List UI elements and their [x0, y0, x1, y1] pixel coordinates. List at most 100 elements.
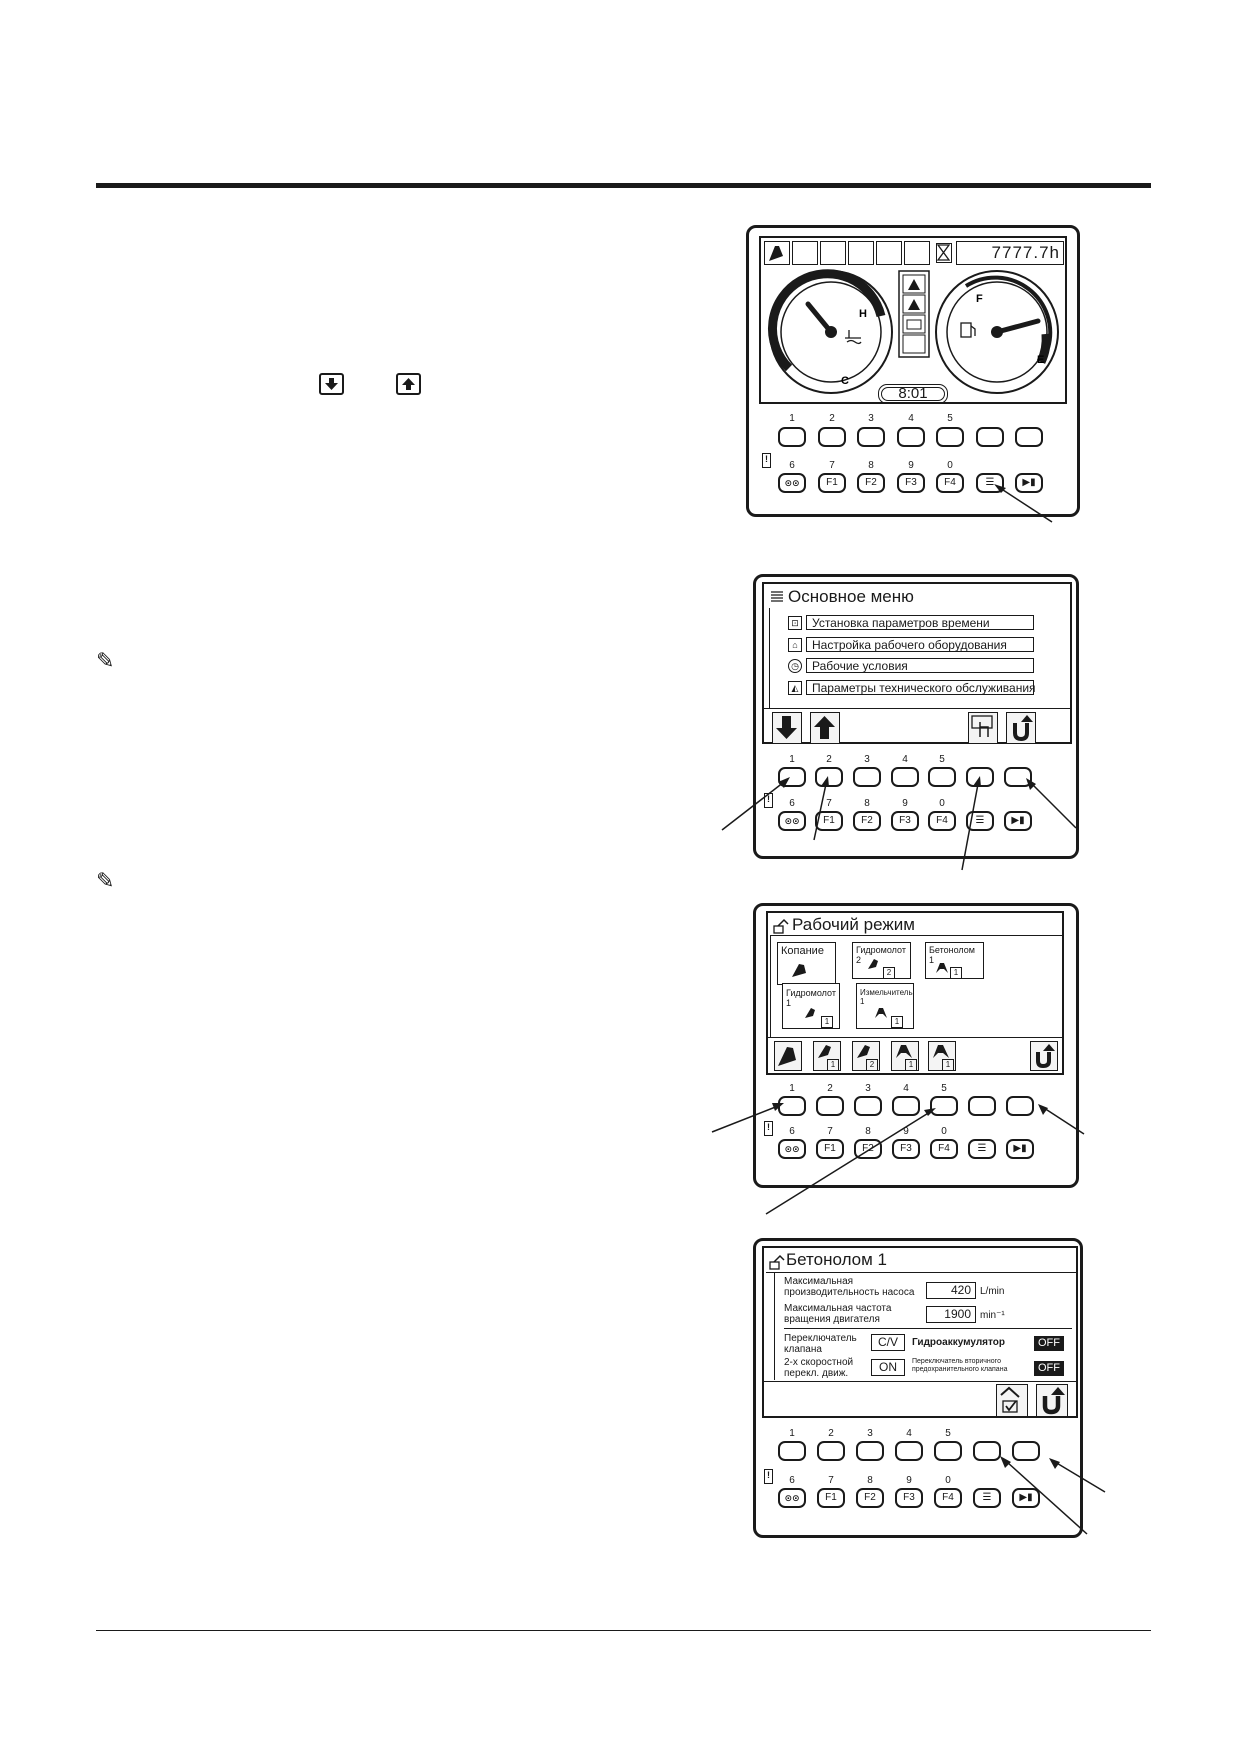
key-camera[interactable]: ▶▮: [1015, 473, 1043, 493]
info-icon: !: [764, 1121, 773, 1136]
key-travel-mode[interactable]: ⊙⊙: [778, 811, 806, 831]
softkey-breaker-1[interactable]: 1: [928, 1041, 956, 1071]
softkey-down[interactable]: [772, 712, 802, 744]
key-travel-mode[interactable]: ⊙⊙: [778, 473, 806, 493]
travel-mode-icon: ⊙⊙: [784, 478, 800, 488]
key-f3[interactable]: F3: [892, 1139, 920, 1159]
key-1[interactable]: [778, 427, 806, 447]
down-arrow-icon: [776, 716, 797, 739]
key-menu[interactable]: ☰: [973, 1488, 1001, 1508]
key-number-label: 4: [906, 1428, 912, 1439]
hammer-icon: [818, 1045, 831, 1058]
key-f2[interactable]: F2: [853, 811, 881, 831]
clock-text: 8:01: [881, 386, 945, 401]
key-f1[interactable]: F1: [818, 473, 846, 493]
status-strip: 7777.7h: [764, 241, 1064, 265]
softkey-back[interactable]: [1030, 1041, 1058, 1071]
key-5[interactable]: [936, 427, 964, 447]
camera-icon: ▶▮: [1011, 815, 1025, 826]
key-f3[interactable]: F3: [897, 473, 925, 493]
back-arrow-icon: [1013, 715, 1033, 742]
secondary-relief-value[interactable]: OFF: [1034, 1361, 1064, 1376]
travel-mode-icon: ⊙⊙: [784, 816, 800, 826]
key-f3[interactable]: F3: [895, 1488, 923, 1508]
key-travel-mode[interactable]: ⊙⊙: [778, 1488, 806, 1508]
key-1[interactable]: [778, 1441, 806, 1461]
key-number-label: 9: [902, 798, 908, 809]
softkey-hammer-1[interactable]: 1: [813, 1041, 841, 1071]
crusher-icon: [933, 1045, 949, 1058]
key-menu[interactable]: ☰: [966, 811, 994, 831]
key-camera[interactable]: ▶▮: [1004, 811, 1032, 831]
key-4[interactable]: [892, 1096, 920, 1116]
key-menu[interactable]: ☰: [976, 473, 1004, 493]
key-f4[interactable]: F4: [936, 473, 964, 493]
key-menu[interactable]: ☰: [968, 1139, 996, 1159]
key-2[interactable]: [818, 427, 846, 447]
tile-hammer-2[interactable]: Гидромолот 2 2: [852, 942, 911, 979]
key-3[interactable]: [854, 1096, 882, 1116]
key-camera[interactable]: ▶▮: [1012, 1488, 1040, 1508]
softkey-up[interactable]: [810, 712, 840, 744]
key-4[interactable]: [891, 767, 919, 787]
softkey-hammer-2[interactable]: 2: [852, 1041, 880, 1071]
key-back-right[interactable]: [1012, 1441, 1040, 1461]
key-f2[interactable]: F2: [856, 1488, 884, 1508]
key-4[interactable]: [897, 427, 925, 447]
key-f2[interactable]: F2: [857, 473, 885, 493]
key-confirm-right[interactable]: [973, 1441, 1001, 1461]
key-6-right[interactable]: [976, 427, 1004, 447]
pump-flow-value[interactable]: 420: [926, 1282, 976, 1299]
key-7-right[interactable]: [1015, 427, 1043, 447]
menu-item-time-settings[interactable]: Установка параметров времени: [806, 615, 1034, 630]
key-3[interactable]: [857, 427, 885, 447]
key-number-label: 8: [865, 1126, 871, 1137]
key-travel-mode[interactable]: ⊙⊙: [778, 1139, 806, 1159]
key-number-label: 7: [827, 1126, 833, 1137]
softkey-back[interactable]: [1006, 712, 1036, 744]
key-f2[interactable]: F2: [854, 1139, 882, 1159]
key-5[interactable]: [934, 1441, 962, 1461]
key-f4[interactable]: F4: [928, 811, 956, 831]
softkey-back[interactable]: [1036, 1384, 1068, 1417]
key-f4[interactable]: F4: [934, 1488, 962, 1508]
key-5[interactable]: [928, 767, 956, 787]
key-f4[interactable]: F4: [930, 1139, 958, 1159]
key-back-right[interactable]: [1006, 1096, 1034, 1116]
key-camera[interactable]: ▶▮: [1006, 1139, 1034, 1159]
softkey-crusher-1[interactable]: 1: [891, 1041, 919, 1071]
key-6-right[interactable]: [968, 1096, 996, 1116]
key-f3[interactable]: F3: [891, 811, 919, 831]
bucket-icon: [764, 241, 790, 265]
softkey-confirm[interactable]: [996, 1384, 1028, 1417]
key-3[interactable]: [856, 1441, 884, 1461]
gauges: H C F E: [767, 269, 1059, 394]
menu-item-attachment-settings[interactable]: Настройка рабочего оборудования: [806, 637, 1034, 652]
engine-speed-value[interactable]: 1900: [926, 1306, 976, 1323]
key-2[interactable]: [817, 1441, 845, 1461]
valve-switch-value[interactable]: C/V: [871, 1334, 905, 1351]
key-5[interactable]: [930, 1096, 958, 1116]
key-number-label: 5: [945, 1428, 951, 1439]
tile-crusher-1[interactable]: Измельчитель 1 1: [856, 983, 914, 1029]
tile-digging[interactable]: Копание: [777, 942, 836, 985]
menu-list-icon: ☰: [982, 1492, 992, 1503]
softkey-digging[interactable]: [774, 1041, 802, 1071]
key-4[interactable]: [895, 1441, 923, 1461]
key-f1[interactable]: F1: [816, 1139, 844, 1159]
key-3[interactable]: [853, 767, 881, 787]
key-number-label: 8: [864, 798, 870, 809]
accumulator-value[interactable]: OFF: [1034, 1336, 1064, 1351]
tile-breaker-1[interactable]: Бетонолом 1 1: [925, 942, 984, 979]
key-back-right[interactable]: [1004, 767, 1032, 787]
menu-item-operating-conditions[interactable]: Рабочие условия: [806, 658, 1034, 673]
key-f1[interactable]: F1: [815, 811, 843, 831]
tile-hammer-1[interactable]: Гидромолот 1 1: [782, 983, 840, 1029]
softkey-select[interactable]: [968, 712, 998, 744]
two-speed-value[interactable]: ON: [871, 1359, 905, 1376]
key-2[interactable]: [816, 1096, 844, 1116]
key-2[interactable]: [815, 767, 843, 787]
key-f1[interactable]: F1: [817, 1488, 845, 1508]
menu-item-maintenance-params[interactable]: Параметры технического обслуживания: [806, 680, 1036, 695]
